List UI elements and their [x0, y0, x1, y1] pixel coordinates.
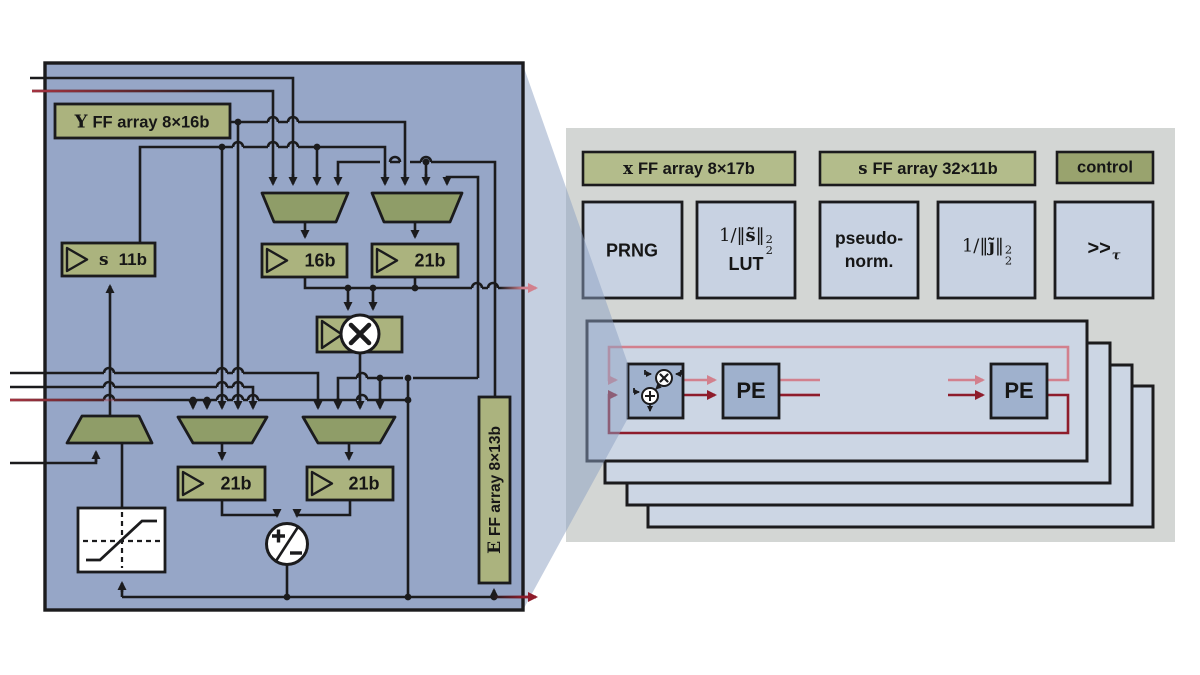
top-level-panel: [566, 128, 1175, 542]
e-ff-array-label: E FF array 8×13b: [485, 426, 505, 554]
reg-16b-label: 16b: [304, 250, 336, 271]
add-sub-unit: [265, 522, 309, 566]
wire-arrows: [91, 174, 499, 597]
prng-label: PRNG: [605, 240, 659, 261]
s-symbol-2: s: [858, 159, 868, 178]
saturation-block: [76, 506, 167, 574]
j-norm-box: [936, 200, 1037, 300]
shift-label: >>τ: [1087, 237, 1121, 264]
s-register-label: s 11b: [99, 250, 147, 270]
wire-junctions: [189, 118, 498, 601]
saturation-curve-icon: [86, 519, 157, 562]
mux-d: [176, 415, 269, 445]
reg-21b-top-label: 21b: [414, 250, 446, 271]
s-ff-array-label: s FF array 32×11b: [858, 159, 998, 178]
mux-shapes: [65, 191, 464, 445]
mux-c-inverted: [65, 414, 154, 445]
y-symbol: Y: [74, 111, 88, 133]
x-ff-array-box: [581, 150, 797, 187]
mac-unit: [626, 362, 685, 420]
control-label: control: [1077, 158, 1133, 177]
pseudo-norm-box: [818, 200, 920, 300]
pe-detail-panel: [10, 61, 538, 612]
reg-21b-right-box: [305, 465, 395, 502]
mux-e: [301, 415, 397, 445]
pe-back-label: PE: [1004, 378, 1034, 403]
y-ff-array-box: [53, 102, 232, 140]
s-ff-array-box: [818, 150, 1037, 187]
wire-hops: [102, 115, 500, 401]
zoom-wedge: [523, 65, 628, 610]
pe-box-back: [989, 362, 1049, 420]
reg-21b-left-box: [176, 465, 267, 502]
mux-b: [370, 191, 464, 224]
s-norm-lut-box: [695, 200, 797, 300]
reg-21b-top-box: [370, 242, 460, 279]
shift-box: [1053, 200, 1155, 300]
e-symbol: E: [485, 540, 505, 554]
control-box: [1055, 150, 1155, 185]
reg-21b-right-label: 21b: [348, 473, 380, 494]
mux-a: [260, 191, 350, 224]
x-ff-array-label: x FF array 8×17b: [623, 159, 755, 178]
s-register-box: [60, 241, 157, 278]
e-ff-array-box: [477, 395, 512, 585]
pe-box-front: [721, 362, 781, 420]
y-ff-array-label: Y FF array 8×16b: [74, 111, 210, 133]
s-symbol: s: [99, 250, 109, 270]
prng-box: [581, 200, 684, 300]
reg-21b-left-label: 21b: [220, 473, 252, 494]
pe-front-label: PE: [736, 378, 766, 403]
x-symbol: x: [623, 159, 633, 178]
pseudo-norm-label: pseudo- norm.: [834, 228, 904, 271]
reg-16b-box: [260, 242, 349, 279]
multiplier-block: [315, 313, 404, 355]
